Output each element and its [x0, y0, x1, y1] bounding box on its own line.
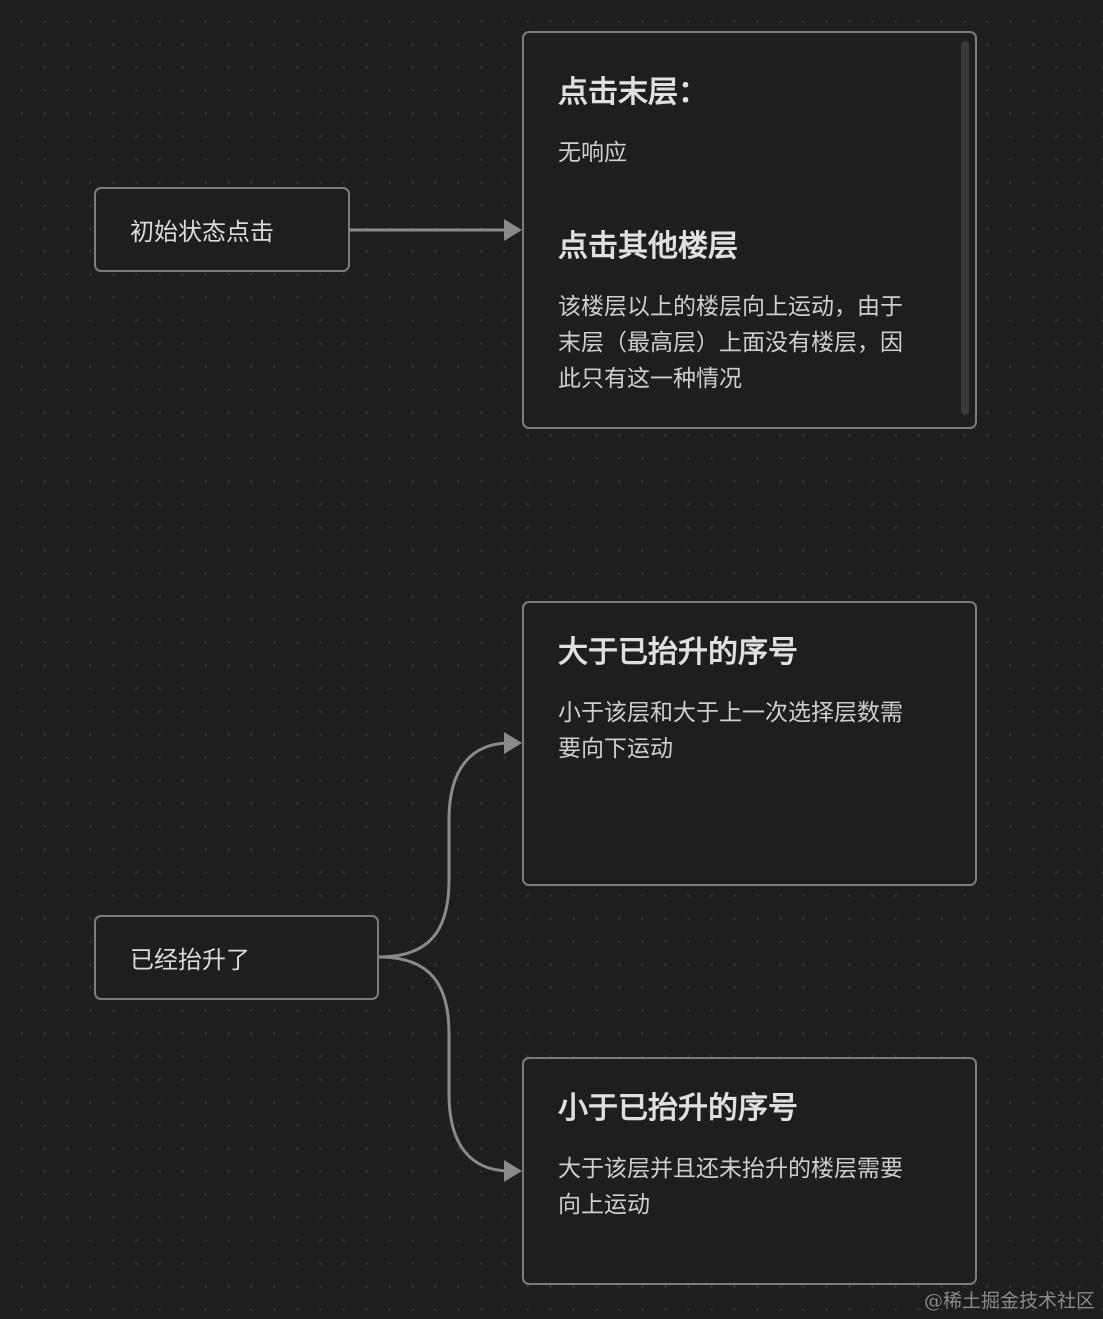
arrow-raised-to-greater — [504, 732, 522, 754]
arrow-initial-to-result — [504, 219, 522, 241]
card-greater-text-line-2: 要向下运动 — [558, 736, 673, 762]
card-greater-text-line-1: 小于该层和大于上一次选择层数需 — [558, 700, 903, 726]
card-initial-result-text-2-line-2: 末层（最高层）上面没有楼层，因 — [558, 330, 903, 356]
card-initial-result-heading-1: 点击末层： — [558, 75, 708, 110]
card-initial-result-text-1: 无响应 — [558, 140, 627, 166]
card-less-heading: 小于已抬升的序号 — [558, 1091, 798, 1126]
card-greater-than-raised[interactable]: 大于已抬升的序号 小于该层和大于上一次选择层数需 要向下运动 — [522, 601, 977, 886]
node-initial-click-label: 初始状态点击 — [130, 218, 274, 246]
card-less-text-line-1: 大于该层并且还未抬升的楼层需要 — [558, 1156, 903, 1182]
watermark: @稀土掘金技术社区 — [923, 1290, 1095, 1312]
edge-raised-to-greater — [378, 741, 511, 959]
card-less-text-line-2: 向上运动 — [558, 1192, 650, 1218]
arrow-raised-to-less — [504, 1160, 522, 1182]
card-scrollbar[interactable] — [961, 41, 969, 415]
node-initial-click[interactable]: 初始状态点击 — [94, 187, 350, 272]
card-less-than-raised[interactable]: 小于已抬升的序号 大于该层并且还未抬升的楼层需要 向上运动 — [522, 1057, 977, 1285]
card-initial-result-text-2-line-1: 该楼层以上的楼层向上运动，由于 — [558, 294, 903, 320]
node-already-raised-label: 已经抬升了 — [130, 946, 250, 974]
edge-raised-to-less — [378, 955, 511, 1173]
node-already-raised[interactable]: 已经抬升了 — [94, 915, 379, 1000]
card-initial-result[interactable]: 点击末层： 无响应 点击其他楼层 该楼层以上的楼层向上运动，由于 末层（最高层）… — [522, 31, 977, 429]
card-initial-result-heading-2: 点击其他楼层 — [558, 229, 738, 264]
card-greater-heading: 大于已抬升的序号 — [558, 635, 798, 670]
card-initial-result-text-2-line-3: 此只有这一种情况 — [558, 366, 742, 392]
